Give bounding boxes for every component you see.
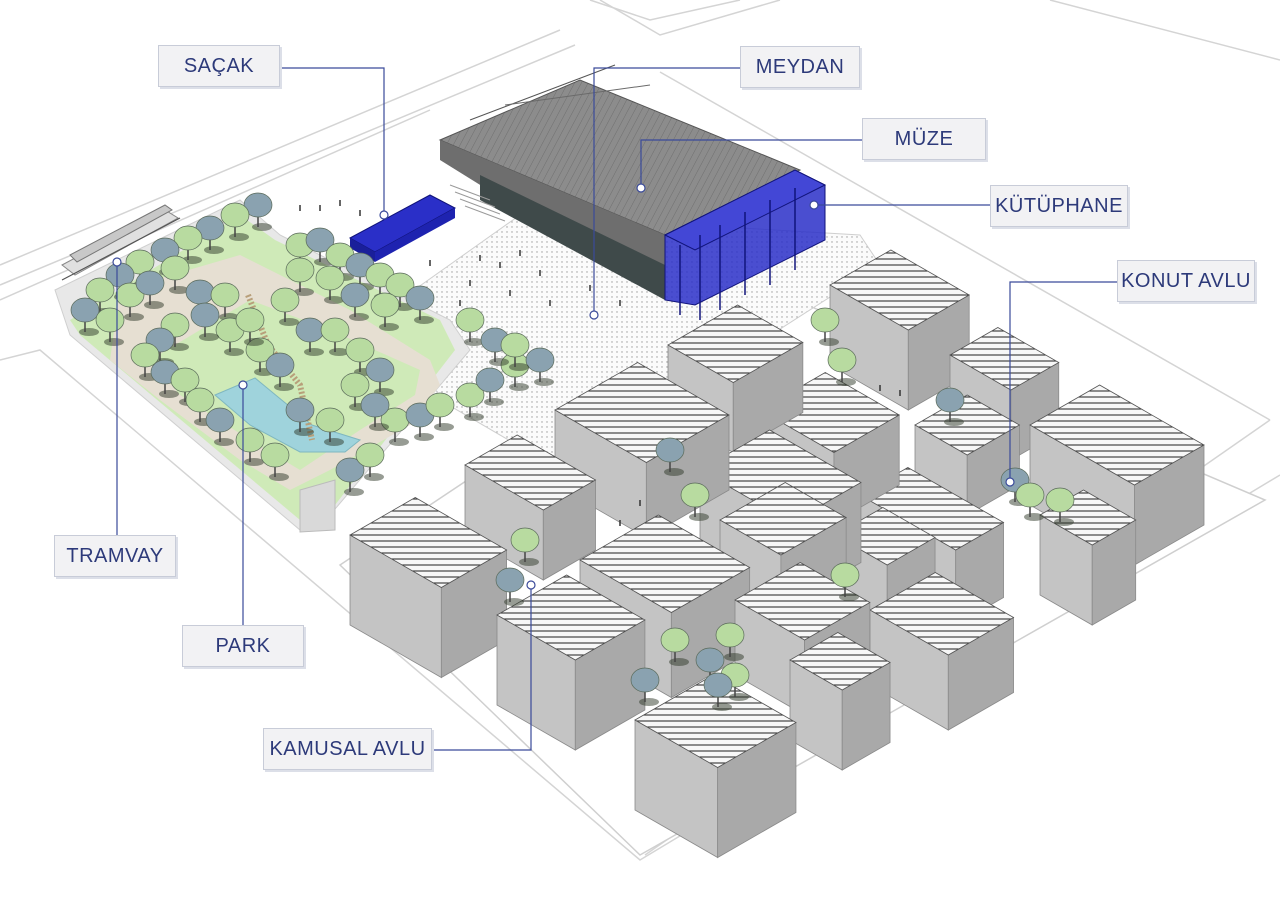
tree (315, 265, 345, 304)
tree (260, 442, 290, 481)
tree (425, 392, 455, 431)
tree (680, 482, 710, 521)
pedestrians (299, 200, 901, 526)
tree (160, 255, 190, 294)
tree (365, 357, 395, 396)
tram (61, 204, 181, 281)
tree (715, 622, 745, 661)
label-kutuphane: KÜTÜPHANE (990, 185, 1128, 227)
tree (315, 407, 345, 446)
tree (475, 367, 505, 406)
tree (630, 667, 660, 706)
tree (340, 282, 370, 321)
tree (370, 292, 400, 331)
tree (935, 387, 965, 426)
tree (495, 567, 525, 606)
tree (385, 272, 415, 311)
steps (449, 184, 506, 222)
housing-block (829, 249, 971, 411)
tree (270, 287, 300, 326)
label-park: PARK (182, 625, 304, 667)
tree (720, 662, 750, 701)
tree (115, 282, 145, 321)
housing-block (869, 572, 1015, 731)
tree (235, 307, 265, 346)
tree (190, 302, 220, 341)
tree (220, 202, 250, 241)
tree (510, 527, 540, 566)
label-sacak: SAÇAK (158, 45, 280, 87)
trees (70, 192, 1075, 711)
housing-block (496, 574, 646, 751)
label-muze: MÜZE (862, 118, 986, 160)
tree (243, 192, 273, 231)
housing-block (634, 674, 797, 859)
tree (810, 307, 840, 346)
tree (655, 437, 685, 476)
label-kamusal-avlu: KAMUSAL AVLU (263, 728, 432, 770)
tree (355, 442, 385, 481)
library-building (663, 169, 827, 320)
tree (1015, 482, 1045, 521)
tree (703, 672, 733, 711)
tree (335, 457, 365, 496)
leader-dots (112, 183, 1015, 590)
tree (295, 317, 325, 356)
tree (500, 332, 530, 371)
tree (660, 627, 690, 666)
housing-block (349, 497, 508, 679)
tree (70, 297, 100, 336)
tree (320, 317, 350, 356)
tree (265, 352, 295, 391)
tree (830, 562, 860, 601)
tree (405, 285, 435, 324)
tree (135, 270, 165, 309)
tree (827, 347, 857, 386)
sacak-canopy (348, 194, 457, 262)
tree (285, 397, 315, 436)
label-meydan: MEYDAN (740, 46, 860, 88)
tree (455, 307, 485, 346)
tree (455, 382, 485, 421)
tree (285, 257, 315, 296)
tree (195, 215, 225, 254)
label-tramvay: TRAMVAY (54, 535, 176, 577)
tree (205, 407, 235, 446)
leader-lines (116, 67, 1117, 751)
label-konut-avlu: KONUT AVLU (1117, 260, 1255, 302)
housing-block (914, 394, 1021, 516)
tree (525, 347, 555, 386)
housing-block (789, 632, 891, 771)
tree (360, 392, 390, 431)
museum-building (438, 64, 802, 300)
tree (1045, 487, 1075, 526)
